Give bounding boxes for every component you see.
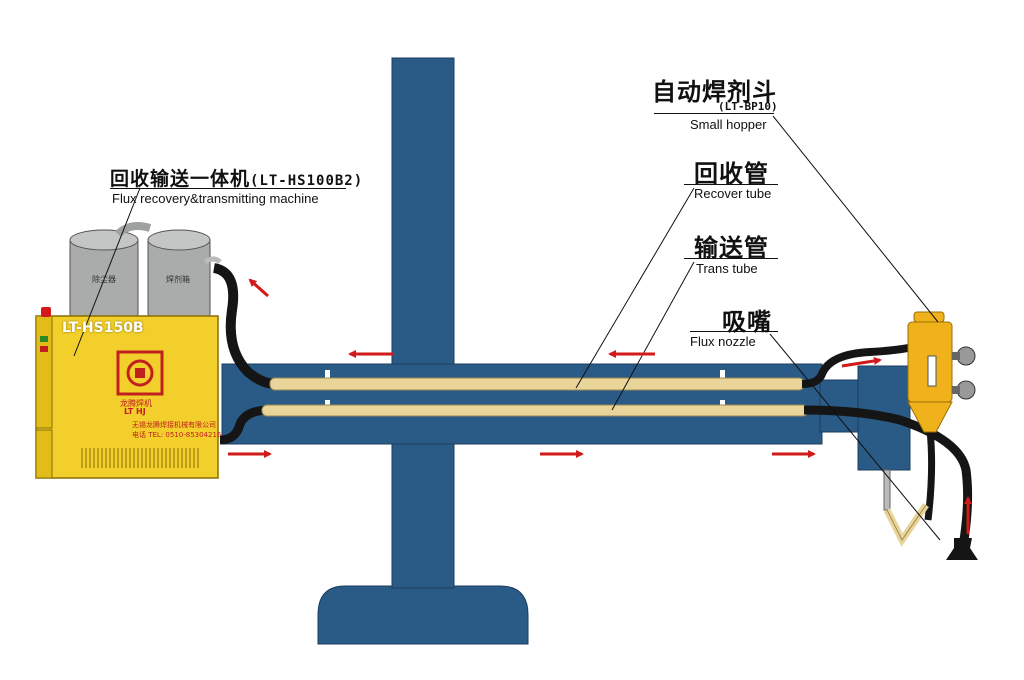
machine-brand-zh: 龙腾焊机 xyxy=(120,399,152,408)
recover-hose-machine xyxy=(212,263,277,389)
machine-label-zh-text: 回收输送一体机 xyxy=(110,168,251,190)
machine-label-en: Flux recovery&transmitting machine xyxy=(112,191,319,206)
recover-tube xyxy=(269,377,805,391)
machine-model-text: LT-HS150B xyxy=(62,320,144,336)
nozzle-label-en: Flux nozzle xyxy=(690,334,756,349)
trans-tube-label-zh: 输送管 xyxy=(694,234,769,262)
small-hopper-underline xyxy=(654,113,774,114)
machine-label-zh: 回收输送一体机(LT-HS100B2) xyxy=(110,164,363,191)
small-hopper-label-en: Small hopper xyxy=(690,117,767,132)
machine-label-code: (LT-HS100B2) xyxy=(250,173,364,189)
machine-brand-en: LT HJ xyxy=(124,407,146,416)
hopper-feed-hose xyxy=(924,429,936,521)
tube-clamp xyxy=(720,370,725,382)
recover-tube-underline xyxy=(684,184,778,185)
boom-arm xyxy=(221,363,823,445)
trans-tube xyxy=(261,404,809,417)
flow-arrows xyxy=(228,278,972,534)
recovery-machine xyxy=(35,222,222,479)
trans-tube-label-en: Trans tube xyxy=(696,261,758,276)
small-hopper xyxy=(907,311,976,433)
recover-hose-nozzle xyxy=(801,342,918,388)
column-post xyxy=(391,57,455,589)
tank-left-label: 除尘器 xyxy=(92,275,116,284)
small-hopper-label-code: (LT-BP10) xyxy=(718,100,778,113)
machine-tel: 电话 TEL: 0510-85304216 xyxy=(132,431,222,439)
small-hopper-label-zh: 自动焊剂斗 xyxy=(652,78,777,106)
trans-tube-underline xyxy=(684,258,778,259)
trans-hose-machine xyxy=(219,405,271,445)
machine-company: 无锡龙腾焊接机械有限公司 xyxy=(132,421,216,429)
recover-tube-label-en: Recover tube xyxy=(694,186,772,201)
machine-label-underline xyxy=(110,188,346,189)
recover-tube-label-zh: 回收管 xyxy=(694,160,769,188)
leader-lines xyxy=(73,115,941,541)
tube-clamp xyxy=(325,370,330,382)
tank-right-label: 焊剂箱 xyxy=(166,275,190,284)
column-base xyxy=(317,585,529,645)
flux-nozzle xyxy=(946,538,978,560)
nozzle-underline xyxy=(690,331,778,332)
torch-tube-outline xyxy=(886,504,927,541)
